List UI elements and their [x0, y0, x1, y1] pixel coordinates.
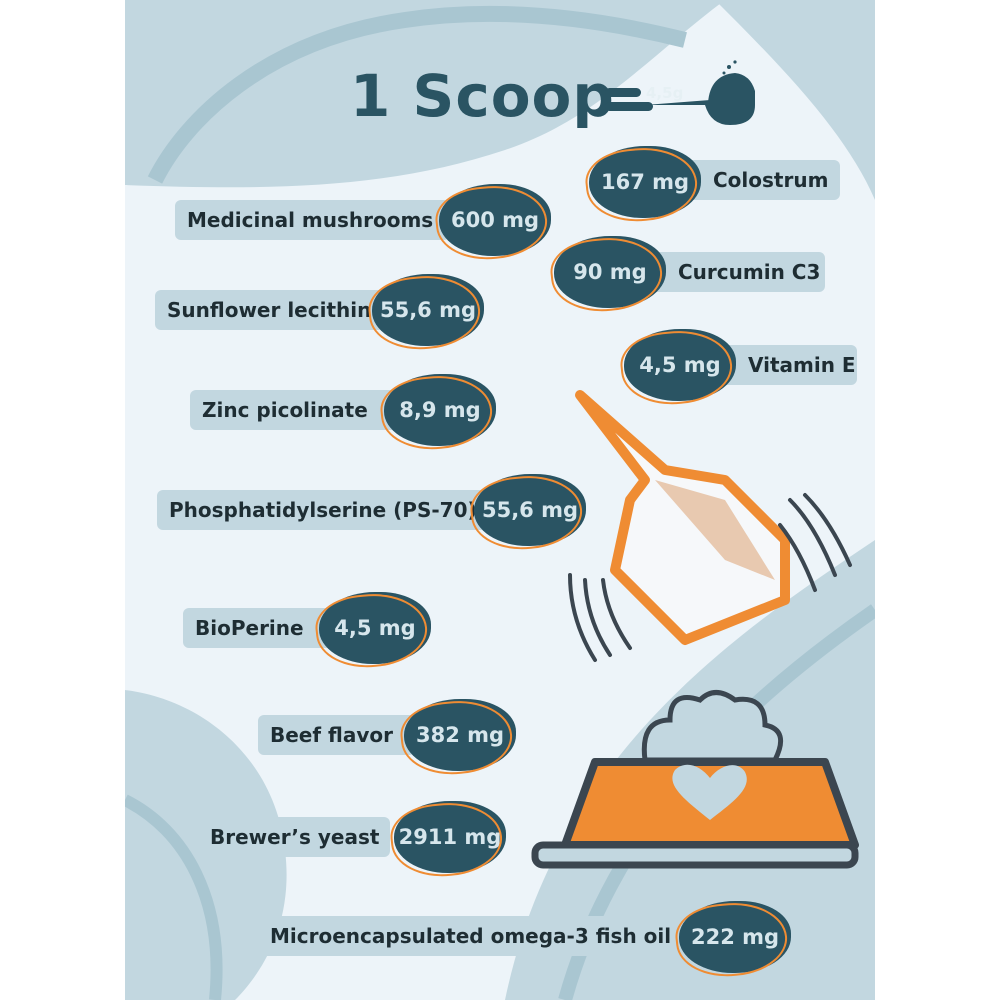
- ingredient-name: Brewer’s yeast: [198, 817, 390, 857]
- ingredient-amount: 2911 mg: [394, 801, 506, 873]
- motion-lines-icon: [568, 493, 852, 662]
- measuring-spoon-icon: [605, 60, 755, 125]
- ingredient-amount: 4,5 mg: [319, 592, 431, 664]
- powder-scoop-icon: [575, 390, 790, 645]
- ingredient-amount: 167 mg: [589, 146, 701, 218]
- ingredient-name: Microencapsulated omega-3 fish oil: [258, 916, 688, 956]
- ingredient-name: Sunflower lecithin: [155, 290, 385, 330]
- ingredient-amount: 55,6 mg: [372, 274, 484, 346]
- ingredient-amount: 8,9 mg: [384, 374, 496, 446]
- ingredient-name: BioPerine: [183, 608, 335, 648]
- ingredient-name: Medicinal mushrooms: [175, 200, 450, 240]
- food-bowl-icon: [531, 690, 859, 869]
- ingredient-amount: 4,5 mg: [624, 329, 736, 401]
- ingredient-name: Zinc picolinate: [190, 390, 400, 430]
- ingredient-amount: 382 mg: [404, 699, 516, 771]
- ingredient-amount: 222 mg: [679, 901, 791, 973]
- illustration: [531, 390, 859, 869]
- page-title: 1 Scoop: [350, 62, 615, 130]
- scoop-weight: 4,5g: [646, 84, 684, 102]
- ingredient-amount: 55,6 mg: [474, 474, 586, 546]
- ingredient-amount: 600 mg: [439, 184, 551, 256]
- ingredient-name: Phosphatidylserine (PS-70): [157, 490, 487, 530]
- ingredient-name: Beef flavor: [258, 715, 415, 755]
- ingredient-amount: 90 mg: [554, 236, 666, 308]
